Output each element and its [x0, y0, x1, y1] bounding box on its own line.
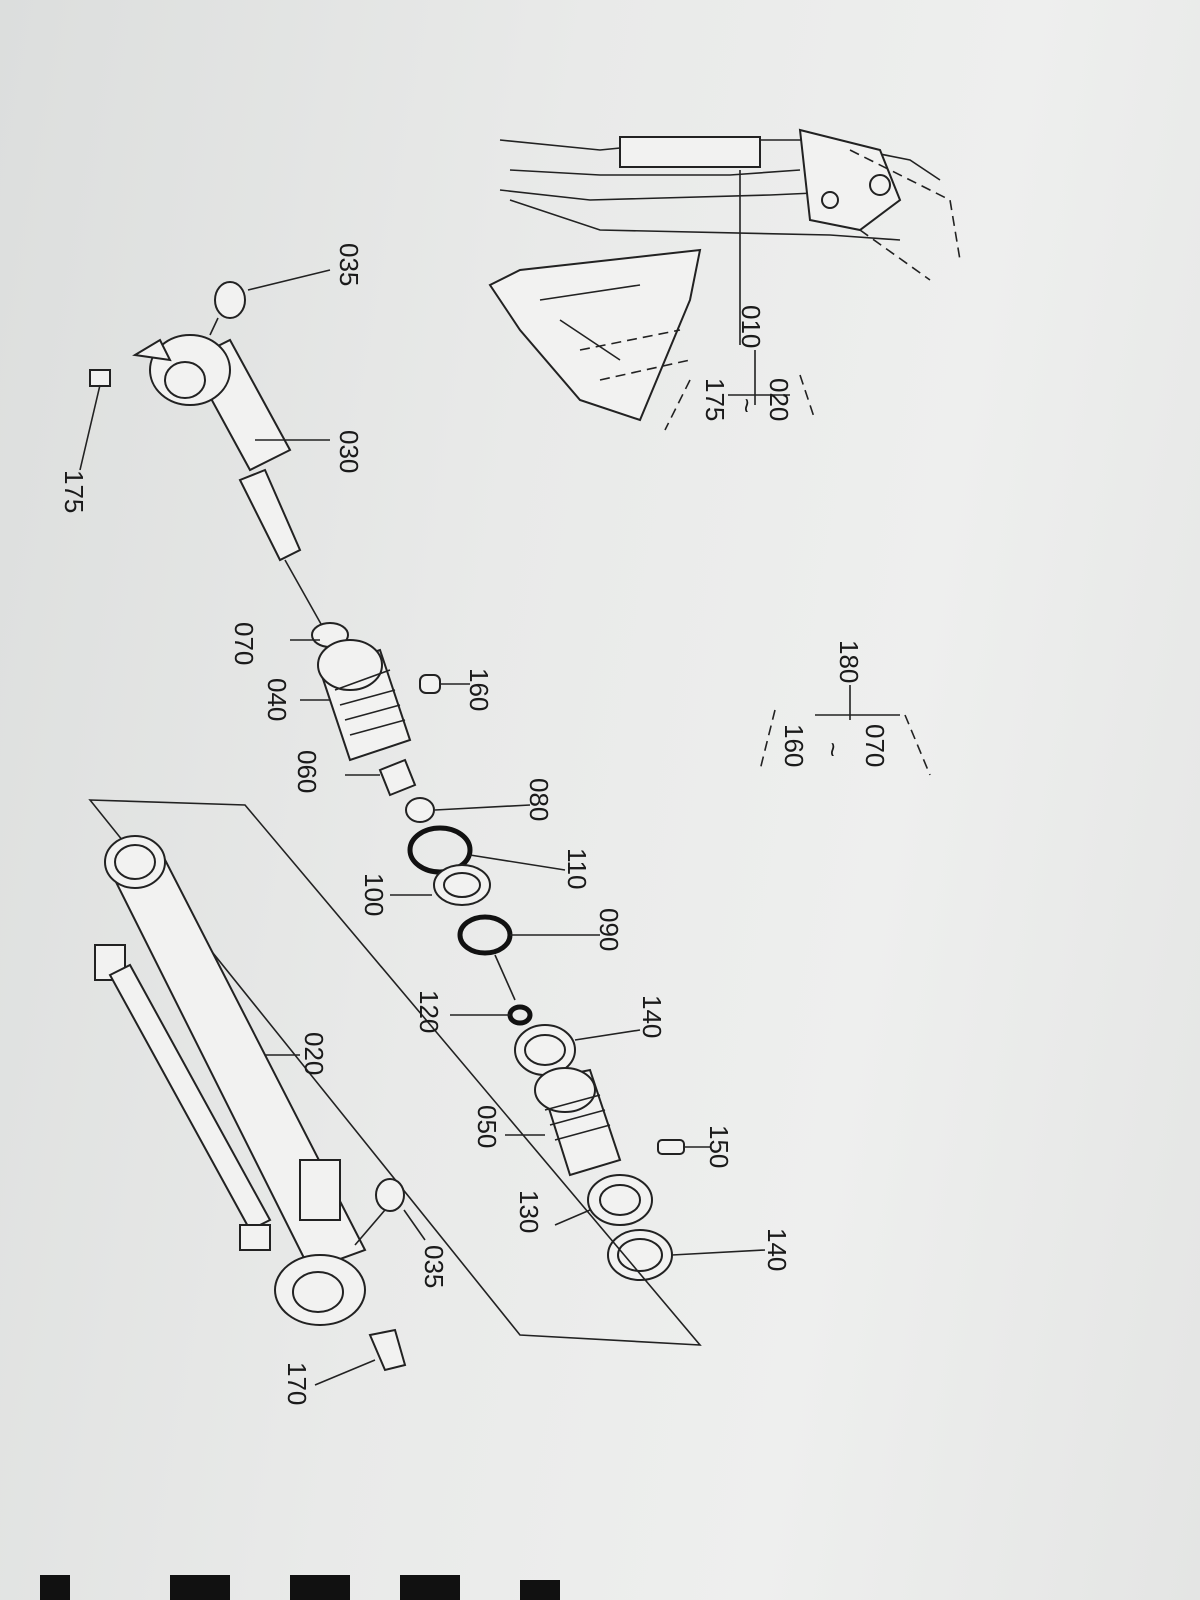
piston-rod-drawing	[79, 269, 331, 641]
part-label: 070	[229, 622, 259, 665]
part-label: 060	[292, 750, 322, 793]
spiral-binding	[40, 1575, 560, 1600]
part-label: 090	[594, 908, 624, 951]
part-label: 050	[472, 1105, 502, 1148]
piston-drawing	[505, 1067, 766, 1281]
callout-main-label: 010	[736, 305, 766, 348]
subassembly-range-symbol: ~	[818, 742, 848, 757]
callout-range-symbol: ~	[732, 398, 762, 413]
part-label: 040	[262, 678, 292, 721]
cylinder-tube-drawing	[88, 799, 702, 1386]
part-label: 120	[414, 990, 444, 1033]
part-label: 160	[464, 668, 494, 711]
part-label: 035	[334, 243, 364, 286]
cylinder-head-drawing	[290, 622, 470, 797]
overview-callout: 010 020 ~ 175	[664, 305, 816, 431]
part-label: 030	[334, 430, 364, 473]
part-label: 110	[562, 848, 592, 889]
subassembly-range-start: 070	[860, 724, 890, 767]
part-labels: 035 030 175 070 040 160 060 080 110 100 …	[59, 243, 792, 1405]
excavator-arm-overview-drawing	[488, 128, 961, 422]
subassembly-callout: 180 070 ~ 160	[759, 640, 931, 776]
part-label: 140	[762, 1228, 792, 1271]
callout-range-end: 175	[700, 378, 730, 421]
part-label: 080	[524, 778, 554, 821]
part-label: 170	[282, 1362, 312, 1405]
subassembly-main-label: 180	[834, 640, 864, 683]
callout-range-start: 020	[764, 378, 794, 421]
part-label: 140	[637, 995, 667, 1038]
part-label: 150	[704, 1125, 734, 1168]
part-label: 100	[359, 873, 389, 916]
seal-rings-drawing	[390, 797, 641, 1076]
part-label: 035	[419, 1245, 449, 1288]
part-label: 020	[299, 1032, 329, 1075]
subassembly-range-end: 160	[779, 724, 809, 767]
part-label: 130	[514, 1190, 544, 1233]
part-label: 175	[59, 470, 89, 513]
